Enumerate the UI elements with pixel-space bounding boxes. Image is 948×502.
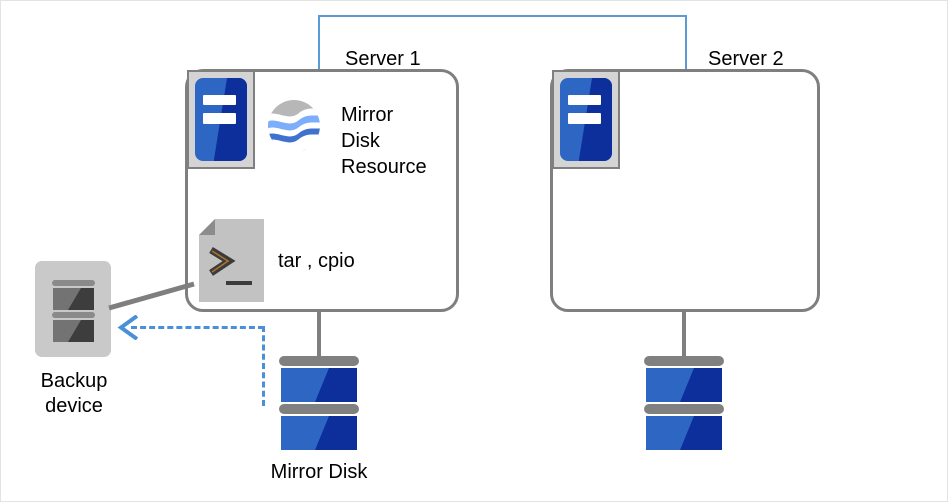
server2-disk-connector xyxy=(682,312,686,359)
server1-machine-icon xyxy=(187,70,255,169)
backup-device-label-line2: device xyxy=(45,395,103,417)
mirror-disk-1-icon xyxy=(277,356,361,461)
server1-disk-connector xyxy=(317,312,321,359)
server1-title: Server 1 xyxy=(345,48,421,70)
mirror-disk-resource-label-line1: Mirror xyxy=(341,104,394,126)
backup-device-label-line1: Backup xyxy=(40,370,108,392)
backup-flow-arrow-horizontal xyxy=(131,326,264,329)
mirror-disk-resource-label-line2: Disk xyxy=(341,130,380,152)
backup-flow-arrow-vertical xyxy=(262,326,265,406)
mirror-disk-1-label: Mirror Disk xyxy=(270,461,368,483)
server2-machine-icon xyxy=(552,70,620,169)
backup-device-icon xyxy=(35,261,111,357)
globe-icon xyxy=(267,99,321,153)
arrow-left-icon xyxy=(117,314,139,341)
script-terminal-icon xyxy=(199,219,264,302)
backup-command-label: tar , cpio xyxy=(278,250,355,272)
mirror-disk-2-icon xyxy=(642,356,726,461)
server-interconnect-line xyxy=(318,15,687,70)
backup-device-connector xyxy=(106,276,198,314)
server2-title: Server 2 xyxy=(708,48,784,70)
mirror-disk-resource-label-line3: Resource xyxy=(341,156,427,178)
